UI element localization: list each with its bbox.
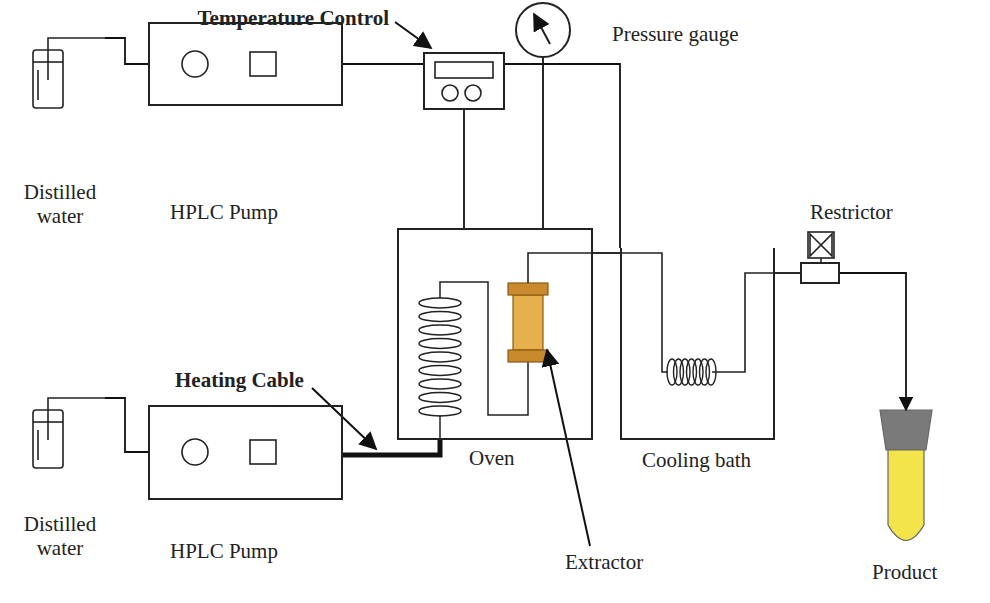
temperature-controller: Temperature Control — [423, 52, 505, 110]
node-label: Distilled water — [15, 180, 105, 228]
restrictor-valve — [810, 234, 832, 256]
node-label: Pressure gauge — [612, 22, 739, 46]
node-label: Distilled water — [15, 512, 105, 560]
tubing-line — [840, 273, 906, 410]
node-label: HPLC Pump — [170, 200, 278, 224]
extractor-column — [508, 283, 548, 295]
outlet-tubing — [620, 253, 668, 372]
product-vial: Product — [880, 410, 932, 550]
tubing-line — [463, 110, 465, 228]
heating-cable — [343, 440, 440, 455]
water-bottle — [37, 70, 39, 100]
cooling-coil — [667, 359, 716, 385]
outlet-tubing — [528, 253, 775, 372]
heating-coil — [419, 393, 461, 403]
pump-controls — [182, 439, 208, 465]
heating-coil — [439, 415, 441, 440]
tubing-line — [775, 272, 800, 274]
water-bottle — [48, 398, 105, 440]
product-tube — [880, 410, 932, 541]
node-label: Product — [872, 560, 937, 584]
water-bottle — [37, 430, 39, 460]
cooling-coil — [706, 359, 716, 385]
water-reservoir: Distilled water — [15, 30, 105, 235]
restrictor-valve — [808, 232, 834, 262]
controller-display — [435, 62, 493, 78]
heating-coil — [419, 339, 461, 349]
tubing-line — [343, 64, 620, 248]
water-reservoir: Distilled water — [15, 390, 105, 595]
extractor-column — [513, 295, 543, 350]
outlet-tubing — [712, 273, 775, 372]
heating-coil — [419, 406, 461, 416]
tubing-line — [105, 38, 148, 64]
heating-coil — [419, 352, 461, 362]
node-label: Oven — [469, 446, 515, 470]
node-label: Restrictor — [810, 200, 893, 224]
pump-controls — [250, 440, 276, 464]
tubing-line — [542, 58, 544, 228]
part-label: Extractor — [565, 550, 643, 574]
oven: Oven — [397, 228, 593, 440]
pressure-gauge: Pressure gauge — [515, 2, 571, 58]
controller-face — [425, 54, 503, 108]
part-label: Heating Cable — [175, 368, 304, 392]
controller-knob — [465, 85, 481, 101]
cooling-bath: Cooling bath — [620, 248, 775, 440]
node-label: Cooling bath — [642, 448, 751, 472]
tubing-line — [105, 398, 148, 452]
product-tube — [888, 450, 924, 541]
pump-controls — [182, 51, 208, 77]
water-bottle — [48, 38, 105, 80]
water-bottle — [33, 38, 105, 108]
heating-coil — [419, 325, 461, 335]
leader-arrow — [312, 388, 376, 449]
extractor-column — [508, 350, 548, 362]
water-bottle — [33, 398, 105, 468]
tubing-line — [593, 252, 620, 254]
leader-arrow — [547, 350, 590, 546]
restrictor-valve — [808, 232, 834, 258]
heating-coil — [419, 298, 461, 308]
restrictor: Restrictor — [800, 262, 840, 284]
leader-arrow — [395, 22, 431, 48]
heating-coil — [419, 366, 461, 376]
pump-controls — [182, 51, 276, 465]
gauge-needle — [534, 14, 550, 44]
node-label: HPLC Pump — [170, 539, 278, 563]
gauge-needle — [534, 14, 550, 44]
product-tube — [880, 410, 932, 450]
heating-coil — [419, 379, 461, 389]
leader-arrow — [312, 22, 590, 546]
node-label: Temperature Control — [197, 6, 389, 30]
heating-coil — [419, 312, 461, 322]
outlet-tubing — [528, 253, 593, 283]
pump-controls — [250, 52, 276, 76]
controller-knob — [442, 85, 458, 101]
hplc-pump: HPLC Pump — [148, 22, 343, 106]
hplc-pump: HPLC Pump — [148, 405, 343, 500]
extractor-column — [508, 283, 548, 362]
